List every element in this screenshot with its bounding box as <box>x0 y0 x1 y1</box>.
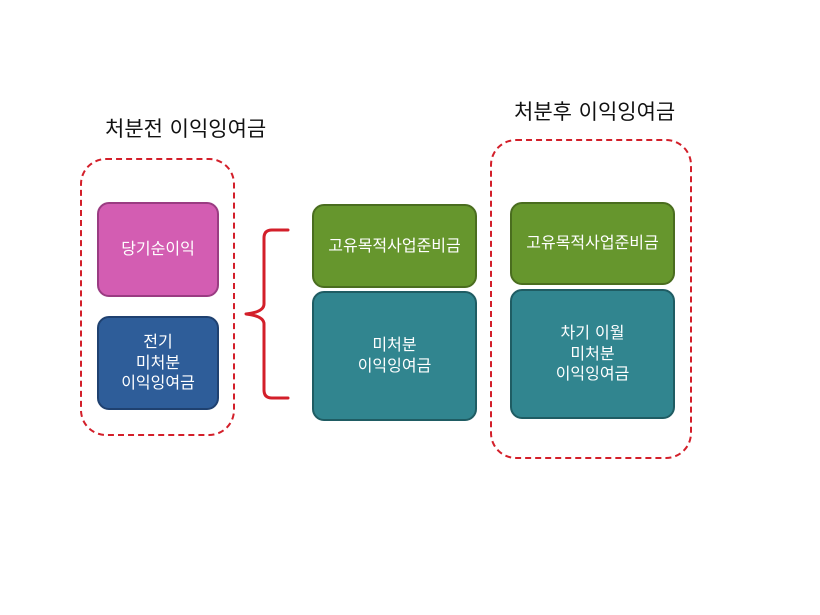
brace-path <box>244 228 290 400</box>
after-reserve-box: 고유목적사업준비금 <box>510 202 675 285</box>
net-income-box: 당기순이익 <box>97 202 219 297</box>
before-title: 처분전 이익잉여금 <box>105 117 267 141</box>
middle-reserve-box: 고유목적사업준비금 <box>312 204 477 288</box>
after-title: 처분후 이익잉여금 <box>514 100 676 124</box>
middle-unappropriated-box: 미처분 이익잉여금 <box>312 291 477 421</box>
after-group-outline <box>490 139 692 459</box>
before-group-outline <box>80 158 235 436</box>
curly-brace-connector <box>244 228 290 400</box>
prior-unappropriated-box: 전기 미처분 이익잉여금 <box>97 316 219 410</box>
carried-forward-box: 차기 이월 미처분 이익잉여금 <box>510 289 675 419</box>
